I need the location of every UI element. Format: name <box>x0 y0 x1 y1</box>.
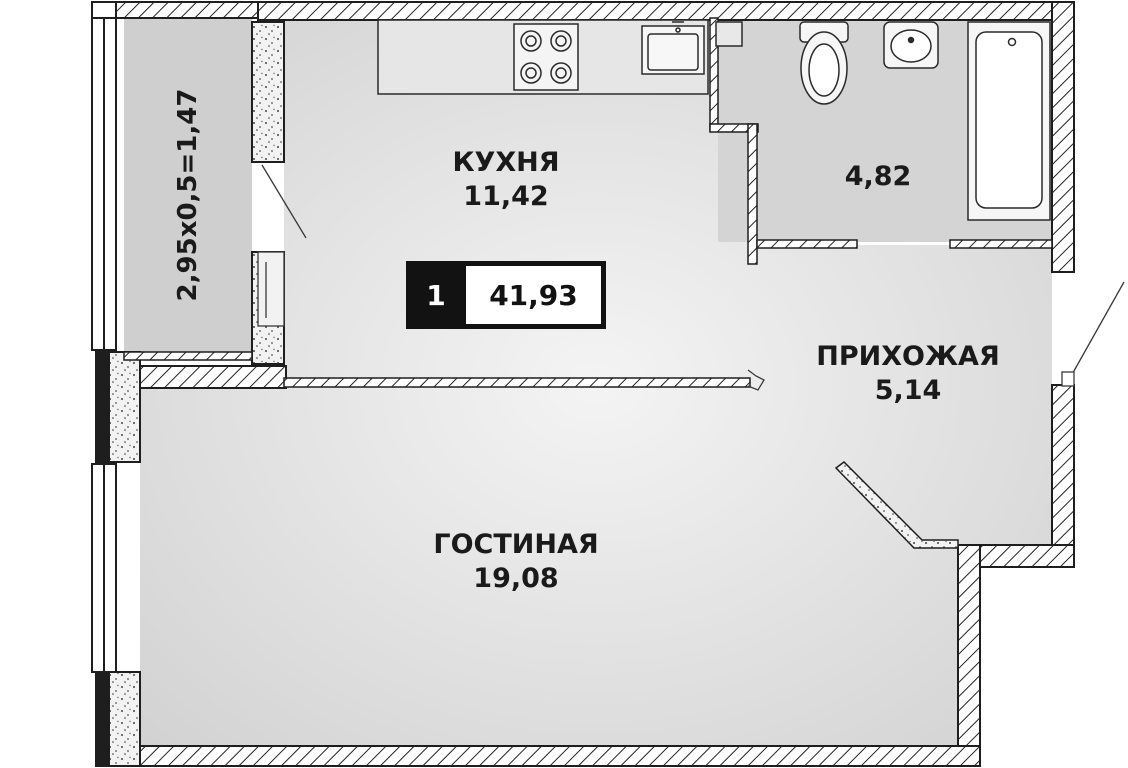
total-area: 41,93 <box>466 261 606 329</box>
hallway-label: ПРИХОЖАЯ 5,14 <box>790 340 1026 408</box>
living-area: 19,08 <box>473 563 559 594</box>
wall-angled-hallway <box>834 461 959 549</box>
partition-kitchen-living <box>283 377 751 388</box>
door-balcony-leaf <box>257 251 285 327</box>
kitchen-name: КУХНЯ <box>452 147 560 178</box>
hallway-name: ПРИХОЖАЯ <box>816 341 1000 372</box>
apartment-summary-badge: 1 41,93 <box>406 261 606 329</box>
partition-bath-left-lower <box>747 123 758 265</box>
partition-bath-bottom-right <box>949 239 1053 249</box>
wall-strips <box>96 352 110 766</box>
walls-interior <box>123 17 1053 388</box>
kitchen-label: КУХНЯ 11,42 <box>426 146 586 214</box>
stove <box>513 23 579 91</box>
living-name: ГОСТИНАЯ <box>433 529 599 560</box>
wall-balcony-top <box>115 1 259 19</box>
hallway-area: 5,14 <box>874 375 942 406</box>
rooms-count: 1 <box>406 261 466 329</box>
door-entrance-leaf <box>1061 371 1075 387</box>
column-kitchen-upper <box>251 21 285 163</box>
bathroom-label: 4,82 <box>818 160 938 194</box>
partition-balcony-bottom <box>123 351 253 361</box>
kitchen-area: 11,42 <box>463 181 549 212</box>
door-swings <box>257 164 1125 391</box>
wall-bottom <box>115 745 981 767</box>
wall-top <box>257 1 1075 21</box>
door-entrance-swing <box>1069 281 1125 379</box>
living-label: ГОСТИНАЯ 19,08 <box>406 528 626 596</box>
partition-bath-bottom-left <box>756 239 858 249</box>
kitchen-fixtures <box>377 19 709 95</box>
bathroom-fixtures <box>715 21 1051 221</box>
windows-left <box>91 1 117 673</box>
floor-balcony <box>124 18 252 352</box>
bathroom-area: 4,82 <box>844 161 912 192</box>
balcony-formula: 2,95x0,5=1,47 <box>173 88 203 302</box>
wall-right-mid <box>1051 384 1075 568</box>
door-balcony-swing <box>261 164 307 239</box>
walls-exterior <box>115 1 1075 767</box>
wall-living-top <box>115 365 287 389</box>
partition-bath-step <box>709 123 759 133</box>
wall-right-upper <box>1051 1 1075 273</box>
kitchen-sink <box>641 25 705 75</box>
wall-right-lower <box>957 544 981 766</box>
door-living-stop <box>747 369 765 391</box>
door-panel <box>715 21 743 47</box>
window-small <box>91 1 117 19</box>
